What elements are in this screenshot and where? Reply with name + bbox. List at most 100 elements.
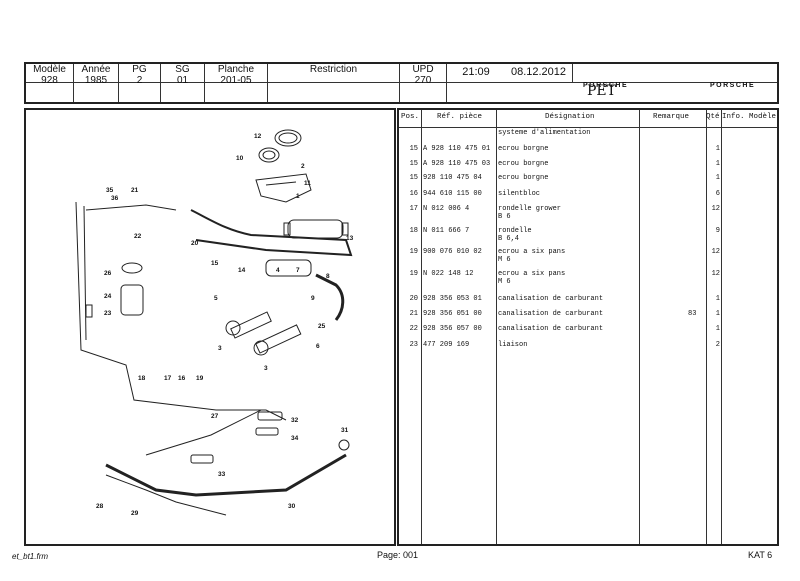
col-divider [421,110,422,544]
row-pos: 15 [409,145,418,153]
svg-text:11: 11 [304,180,311,187]
exploded-view-diagram: 12 10 2 1 11 13 8 7 4 14 15 20 35 21 36 … [75,129,354,517]
row-qte: 1 [715,145,720,153]
row-ref: A 928 110 475 01 [423,145,491,153]
svg-text:27: 27 [211,413,219,420]
table-row[interactable]: 15 A 928 110 475 01 ecrou borgne 1 [398,145,722,159]
row-qte: 1 [715,160,720,168]
col-divider [639,110,640,544]
row-designation: canalisation de carburant [498,310,604,318]
row-qte: 12 [711,270,720,278]
row-pos: 20 [409,295,418,303]
svg-text:9: 9 [311,295,315,302]
app-name: PET [587,83,616,99]
row-designation: ecrou borgne [498,174,549,182]
time-value: 21:09 [462,66,490,78]
row-designation: rondelle grower [498,205,562,213]
row-pos: 15 [409,174,418,182]
svg-text:32: 32 [291,417,299,424]
date-cell: 08.12.2012 [505,64,573,82]
row-pos: 15 [409,160,418,168]
svg-text:8: 8 [326,273,330,280]
row-designation: ecrou borgne [498,145,549,153]
svg-text:36: 36 [111,195,119,202]
annee-value: 1985 [84,75,108,86]
row-ref: 944 610 115 00 [423,190,482,198]
parts-table [397,108,779,546]
row-designation: ecrou borgne [498,160,549,168]
svg-text:21: 21 [131,187,139,194]
col-divider [721,110,722,544]
restriction-label: Restriction [309,64,358,75]
sg-value: 01 [176,75,189,86]
col-header-qte: Qté [706,113,720,121]
row-pos: 19 [409,248,418,256]
row-qte: 1 [715,310,720,318]
svg-text:3: 3 [218,345,222,352]
svg-text:24: 24 [104,293,112,300]
svg-text:3: 3 [264,365,268,372]
svg-text:22: 22 [134,233,142,240]
row-designation: canalisation de carburant [498,325,604,333]
row-remarque: 83 [688,310,697,318]
footer-kat: KAT 6 [748,550,773,560]
row-designation: systeme d'alimentation [498,129,591,137]
annee-cell: Année 1985 [74,64,119,102]
svg-text:28: 28 [96,503,104,510]
row-ref: 928 356 051 00 [423,310,482,318]
svg-text:23: 23 [104,310,112,317]
brand-left-logo: PORSCHE [583,82,629,89]
svg-text:18: 18 [138,375,146,382]
upd-value: 270 [414,75,432,86]
svg-text:14: 14 [238,267,246,274]
row-sub: B 6,4 [498,235,520,243]
header-bar: Modèle 928 Année 1985 PG 2 SG 01 Planche… [24,62,779,104]
svg-text:17: 17 [164,375,172,382]
col-header-ref: Réf. pièce [437,113,483,121]
row-pos: 21 [409,310,418,318]
row-pos: 17 [409,205,418,213]
row-designation: ecrou a six pans [498,270,566,278]
table-row[interactable]: systeme d'alimentation [398,129,722,143]
header-divider [26,82,777,83]
svg-text:19: 19 [196,375,204,382]
row-qte: 1 [715,295,720,303]
footer-file: et_bt1.frm [12,552,49,561]
svg-text:7: 7 [296,267,300,274]
svg-text:25: 25 [318,323,326,330]
svg-text:31: 31 [341,427,349,434]
row-qte: 1 [715,174,720,182]
pg-label: PG [132,64,147,75]
row-sub: B 6 [498,213,511,221]
sg-cell: SG 01 [161,64,205,102]
col-header-info-modele: Info. Modèle [722,113,777,121]
modele-label: Modèle [33,64,66,75]
table-row[interactable]: 21 928 356 051 00 canalisation de carbura… [398,310,722,324]
sg-label: SG [175,64,190,75]
row-qte: 12 [711,205,720,213]
planche-label: Planche [217,64,255,75]
svg-text:1: 1 [296,193,300,200]
svg-text:2: 2 [301,163,305,170]
row-ref: N 022 148 12 [423,270,474,278]
row-designation: rondelle [498,227,532,235]
svg-text:26: 26 [104,270,112,277]
svg-text:13: 13 [346,235,354,242]
row-ref: 928 110 475 04 [423,174,482,182]
row-ref: N 012 006 4 [423,205,470,213]
row-sub: M 6 [498,256,511,264]
row-qte: 2 [715,341,720,349]
table-row[interactable]: 15 928 110 475 04 ecrou borgne 1 [398,174,722,188]
row-ref: 928 356 053 01 [423,295,482,303]
svg-text:4: 4 [276,267,280,274]
upd-cell: UPD 270 [400,64,447,102]
